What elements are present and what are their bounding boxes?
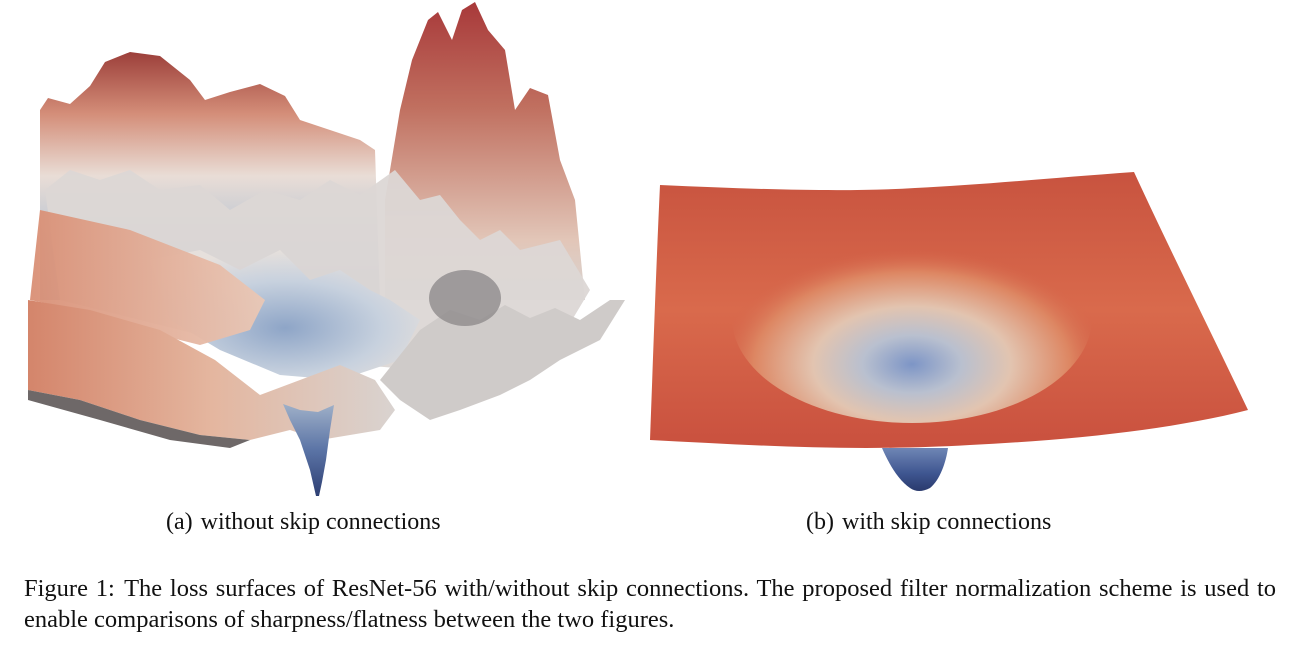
loss-surface-3d-plot-a — [28, 2, 625, 496]
loss-surface-3d-plot-b — [650, 172, 1248, 491]
figure-caption-label: Figure 1: — [24, 575, 115, 602]
subcaption-b-tag: (b) — [806, 509, 834, 535]
loss-surface-without-skip: (a) without skip connections — [0, 0, 650, 535]
mesh-bump — [429, 270, 501, 326]
subcaption-a-text: without skip connections — [200, 509, 441, 535]
right-crumples — [380, 300, 625, 420]
subcaption-a: (a) without skip connections — [166, 508, 441, 536]
minimum-well — [882, 448, 948, 491]
figure-caption: Figure 1: The loss surfaces of ResNet-56… — [24, 573, 1276, 635]
subcaption-a-tag: (a) — [166, 509, 193, 535]
subcaption-b-text: with skip connections — [841, 509, 1052, 535]
bowl-depression — [732, 213, 1092, 423]
loss-surface-with-skip: (b) with skip connections — [650, 0, 1298, 535]
front-ledge — [28, 300, 395, 440]
minimum-well — [283, 404, 334, 496]
figure-caption-text: The loss surfaces of ResNet-56 with/with… — [24, 575, 1276, 633]
front-edge-shadow — [28, 390, 250, 448]
subcaption-b: (b) with skip connections — [806, 508, 1051, 536]
